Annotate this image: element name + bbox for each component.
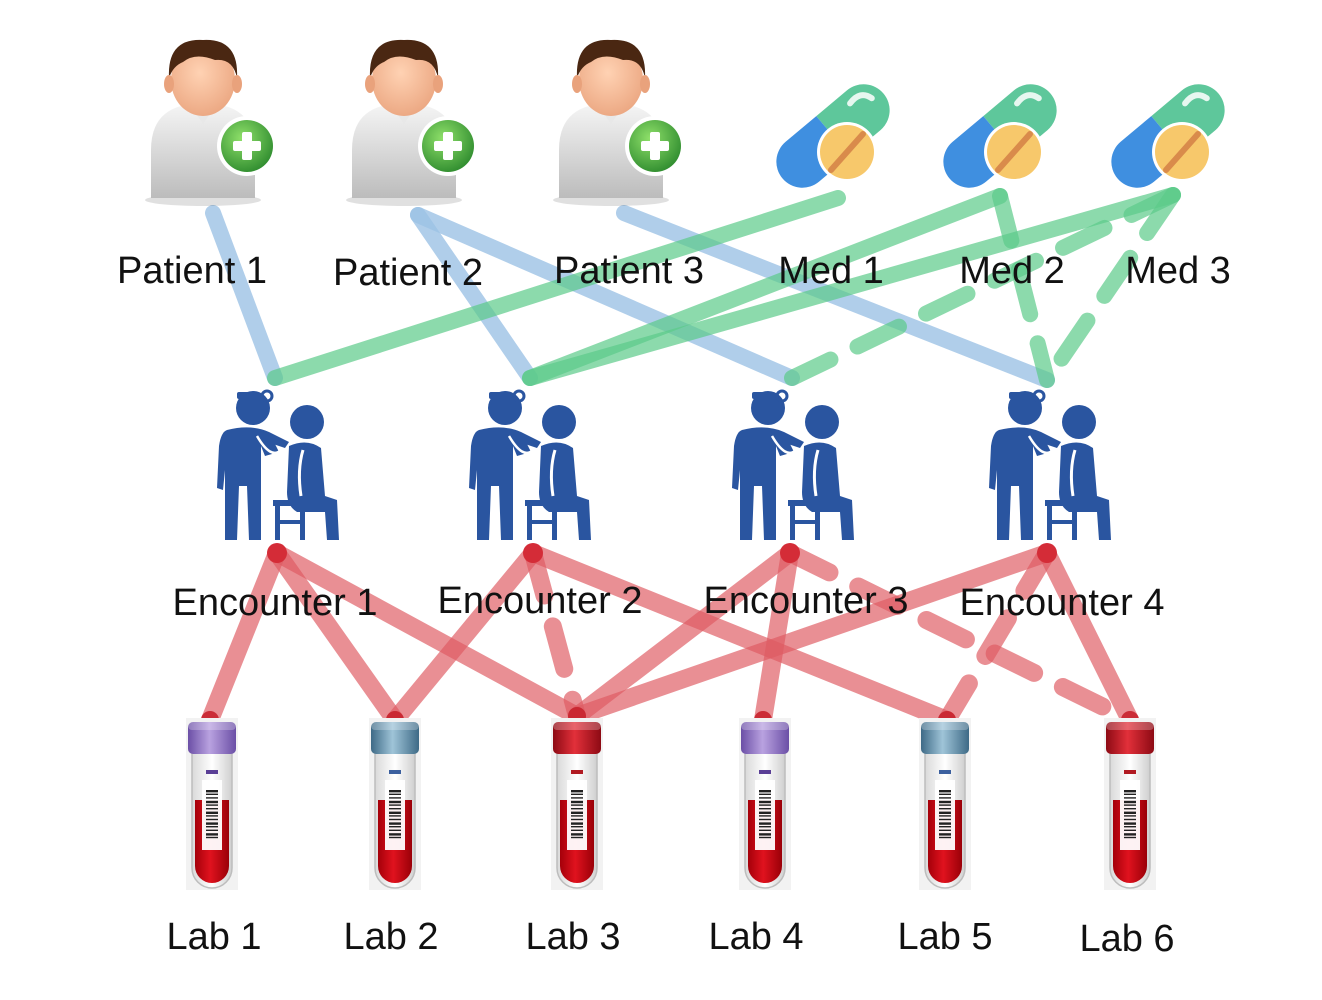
encounter-lab-edge — [524, 544, 956, 729]
doctor-patient-icon — [469, 389, 591, 540]
encounter-node-dot — [523, 543, 543, 563]
test-tube-icon — [186, 718, 238, 890]
patient-encounter-edge — [410, 207, 538, 386]
patient-label: Patient 2 — [333, 252, 483, 294]
test-tube-icon — [739, 718, 791, 890]
lab-label: Lab 1 — [166, 916, 262, 958]
med-label: Med 2 — [959, 250, 1065, 292]
encounter-label: Encounter 3 — [703, 580, 909, 622]
med-label: Med 1 — [778, 250, 884, 292]
doctor-patient-icon — [732, 389, 854, 540]
med-encounter-edge — [267, 190, 846, 386]
lab-label: Lab 5 — [897, 916, 993, 958]
med-encounter-edge-dashed — [784, 187, 1181, 386]
pill-icon — [776, 84, 890, 188]
med-encounter-edge — [522, 187, 1181, 386]
encounter-lab-edge — [201, 544, 286, 729]
lab-label: Lab 4 — [708, 916, 804, 958]
encounter-node-dot — [267, 543, 287, 563]
patient-icon — [145, 39, 277, 206]
pill-icon — [1111, 84, 1225, 188]
encounter-lab-edge — [268, 544, 404, 729]
test-tube-icon — [919, 718, 971, 890]
encounter-lab-edge-dashed — [938, 544, 1056, 729]
encounter-label: Encounter 4 — [959, 582, 1165, 624]
encounter-lab-edge — [1038, 544, 1139, 729]
edges-layer — [201, 187, 1181, 729]
test-tube-icon — [369, 718, 421, 890]
patient-encounter-edge — [205, 205, 283, 386]
patient-icon — [553, 39, 685, 206]
patient-label: Patient 1 — [117, 250, 267, 292]
test-tube-icon — [1104, 718, 1156, 890]
patient-icon — [346, 39, 478, 206]
lab-label: Lab 3 — [525, 916, 621, 958]
patient-encounter-edge — [410, 207, 800, 386]
med-encounter-edge-dashed — [1039, 187, 1181, 388]
encounter-lab-edge — [568, 544, 799, 725]
med-label: Med 3 — [1125, 250, 1231, 292]
doctor-patient-icon — [989, 389, 1111, 540]
icons-layer — [145, 39, 1225, 890]
encounter-lab-edge-dashed — [781, 544, 1139, 729]
encounter-lab-edge — [568, 544, 1056, 725]
encounter-node-dot — [1037, 543, 1057, 563]
doctor-patient-icon — [217, 389, 339, 540]
encounter-lab-edge — [754, 544, 799, 729]
encounter-lab-edge — [386, 544, 542, 729]
patient-label: Patient 3 — [554, 250, 704, 292]
med-encounter-edge-dashed — [992, 188, 1055, 388]
encounter-label: Encounter 1 — [172, 582, 378, 624]
encounter-node-dot — [780, 543, 800, 563]
encounter-lab-edge-dashed — [524, 544, 586, 725]
lab-label: Lab 2 — [343, 916, 439, 958]
lab-label: Lab 6 — [1079, 918, 1175, 960]
test-tube-icon — [551, 718, 603, 890]
encounter-lab-edge — [268, 544, 586, 725]
pill-icon — [943, 84, 1057, 188]
encounter-label: Encounter 2 — [437, 580, 643, 622]
